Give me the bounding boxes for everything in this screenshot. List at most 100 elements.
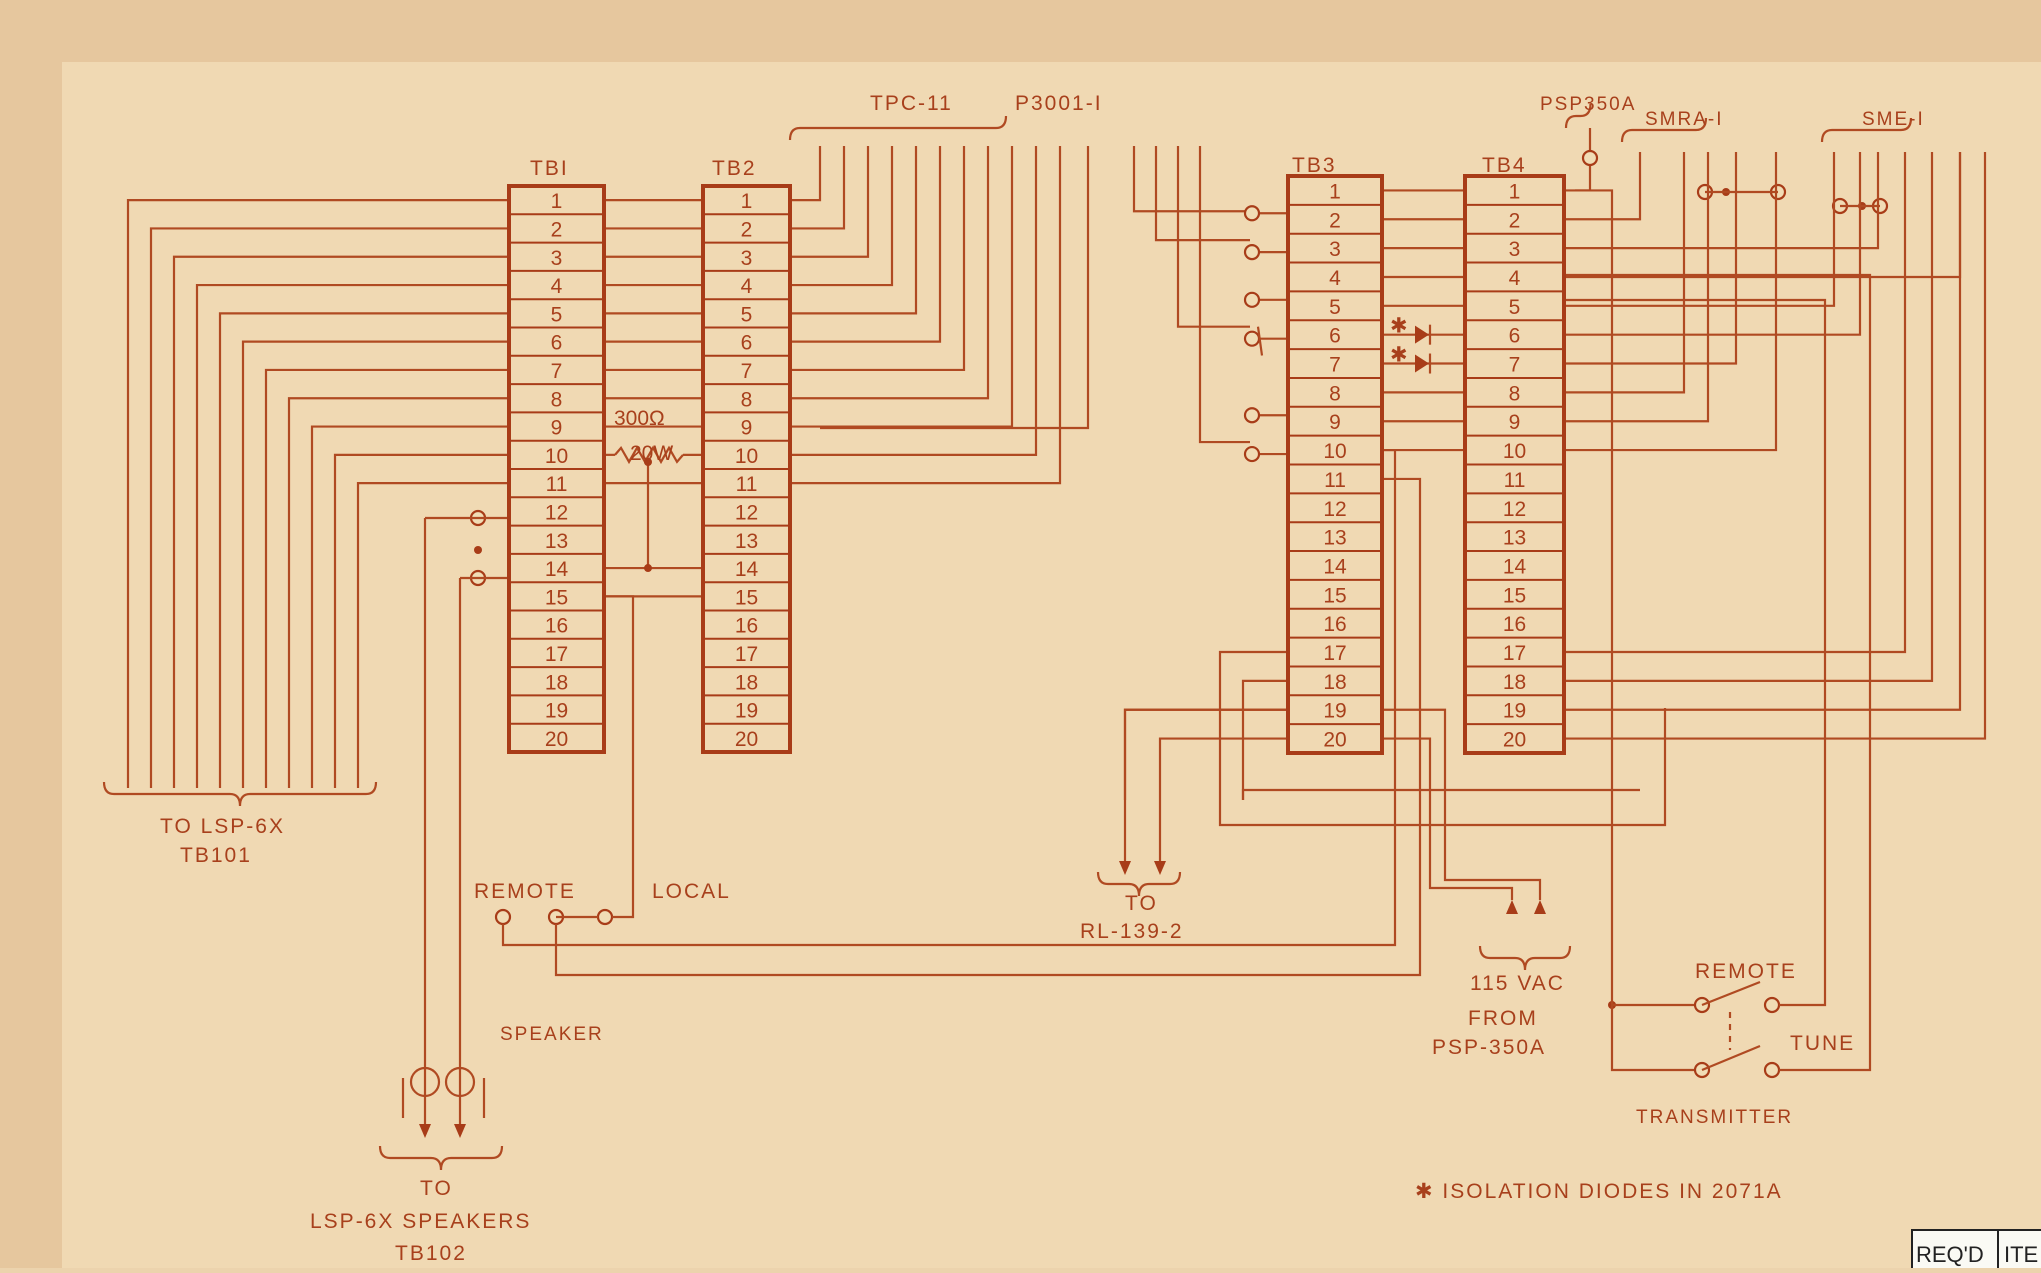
tb3-terminal-number: 20 bbox=[1323, 729, 1346, 752]
tb1-terminal-number: 16 bbox=[545, 615, 568, 638]
tpc-fan-wire bbox=[820, 146, 1090, 430]
tb4-terminal-number: 13 bbox=[1503, 527, 1526, 550]
tb2-terminal-number: 2 bbox=[741, 218, 753, 241]
tb3-terminal-number: 5 bbox=[1329, 296, 1341, 319]
loop-return bbox=[1241, 788, 1640, 800]
speaker-jack bbox=[409, 1066, 441, 1098]
speaker-brace bbox=[378, 1145, 504, 1171]
tb4-loop-wire bbox=[1564, 152, 1934, 682]
lsp-fan-wire bbox=[241, 340, 509, 788]
vac-1: 115 VAC bbox=[1470, 972, 1565, 995]
tx-ring bbox=[1763, 996, 1781, 1014]
tb3-terminal-number: 1 bbox=[1329, 180, 1341, 203]
tpc-fan-wire bbox=[790, 146, 846, 230]
tpc-fan-wire bbox=[790, 146, 822, 202]
tx-wire bbox=[1564, 298, 1827, 1007]
tb2-terminal-number: 1 bbox=[741, 190, 753, 213]
tb1-terminal-number: 14 bbox=[545, 558, 569, 581]
tb2-terminal-number: 18 bbox=[735, 671, 758, 694]
tpc-fan-wire bbox=[790, 146, 870, 258]
cable-label: TPC-11 bbox=[870, 92, 953, 115]
switch-remote-label: REMOTE bbox=[474, 880, 576, 903]
tb4-terminal-number: 2 bbox=[1509, 209, 1521, 232]
tb1-terminal-number: 19 bbox=[545, 700, 568, 723]
tb1-terminal-number: 18 bbox=[545, 671, 568, 694]
tb3-label: TB3 bbox=[1292, 154, 1337, 177]
tb1-terminal-number: 9 bbox=[551, 417, 563, 440]
tpc-fan-wire bbox=[790, 146, 918, 315]
plug-label: P3001-I bbox=[1015, 92, 1103, 115]
vac-3: PSP-350A bbox=[1432, 1036, 1546, 1059]
tb2-terminal-number: 6 bbox=[741, 332, 753, 355]
tb4-out-wire bbox=[1564, 152, 1738, 365]
tb2-label: TB2 bbox=[712, 157, 757, 180]
tb3-terminal-number: 4 bbox=[1329, 267, 1341, 290]
tb2-terminal-number: 5 bbox=[741, 303, 753, 326]
tb2-terminal-number: 8 bbox=[741, 388, 753, 411]
to-lsp-tb: TB101 bbox=[180, 844, 252, 867]
diode-asterisk: ✱ bbox=[1390, 344, 1408, 367]
tx-wire bbox=[1564, 273, 1872, 1072]
rl-wire bbox=[1158, 737, 1288, 870]
tb3-terminal-number: 10 bbox=[1323, 440, 1346, 463]
to-lsp-label: TO LSP-6X bbox=[160, 815, 285, 838]
tb3-terminal-number: 3 bbox=[1329, 238, 1341, 261]
rl-wire bbox=[1123, 708, 1288, 870]
tb1-terminal-number: 5 bbox=[551, 303, 563, 326]
arrow-head bbox=[1119, 861, 1131, 875]
tb1-terminal-number: 11 bbox=[546, 473, 568, 496]
tx-tune-blade bbox=[1701, 1044, 1761, 1072]
lsp-brace bbox=[102, 781, 378, 807]
tpc-fan-wire bbox=[790, 146, 990, 400]
tb1-terminal-number: 20 bbox=[545, 728, 568, 751]
lsp-fan-wire bbox=[310, 425, 509, 788]
arrow-head bbox=[1534, 900, 1546, 914]
switch-local-ring bbox=[596, 908, 614, 926]
tb3-terminal-number: 14 bbox=[1323, 555, 1347, 578]
sme-brace bbox=[1820, 117, 1913, 143]
remote-wire bbox=[501, 448, 1397, 947]
smra-brace bbox=[1620, 117, 1708, 143]
tb3-terminal-number: 2 bbox=[1329, 209, 1341, 232]
tb4-terminal-number: 9 bbox=[1509, 411, 1521, 434]
tb4-out-wire bbox=[1564, 152, 1836, 307]
tpc-fan-wire bbox=[790, 146, 966, 372]
tpc-to-tb3-wire bbox=[1154, 146, 1250, 242]
tx-remote-blade bbox=[1701, 980, 1761, 1007]
tpc-fan-wire bbox=[790, 146, 1014, 428]
tb2-terminal-number: 14 bbox=[735, 558, 759, 581]
tpc-fan-wire bbox=[790, 146, 942, 343]
tb4-terminal-number: 8 bbox=[1509, 382, 1521, 405]
junction-dot bbox=[644, 564, 652, 573]
to-speakers-1: TO bbox=[420, 1177, 453, 1200]
arrow-head bbox=[419, 1124, 431, 1138]
tx-tune-label: TUNE bbox=[1790, 1032, 1855, 1055]
tb3-terminal-number: 7 bbox=[1329, 354, 1341, 377]
title-block-item bbox=[1997, 1229, 2041, 1271]
tb3-terminal-number: 19 bbox=[1323, 700, 1346, 723]
tb1-terminal-number: 15 bbox=[545, 586, 568, 609]
tb4-out-wire bbox=[1564, 152, 1686, 394]
vac-wire bbox=[1382, 708, 1542, 900]
tb4-out-wire bbox=[1564, 152, 1880, 250]
title-block-item-text: ITE bbox=[2004, 1242, 2038, 1267]
lsp-fan-wire bbox=[356, 482, 509, 788]
transmitter-label: TRANSMITTER bbox=[1636, 1107, 1793, 1128]
tb4-terminal-number: 3 bbox=[1509, 238, 1521, 261]
vac-brace bbox=[1478, 945, 1572, 971]
local-wire bbox=[604, 595, 635, 919]
isolation-diode bbox=[1415, 354, 1429, 373]
tpc-to-tb3-wire bbox=[1132, 146, 1250, 213]
resistor-value: 300Ω bbox=[614, 407, 665, 430]
tb3-loop-wire bbox=[1218, 650, 1288, 800]
vac-2: FROM bbox=[1468, 1007, 1538, 1030]
tpc-to-tb3-wire bbox=[1176, 146, 1250, 328]
tb1-terminal-number: 3 bbox=[551, 247, 563, 270]
tb1-terminal-number: 17 bbox=[545, 643, 568, 666]
switch-remote-ring bbox=[494, 908, 512, 926]
speaker-label: SPEAKER bbox=[500, 1024, 604, 1045]
tb4-loop-wire bbox=[1564, 152, 1962, 711]
tb1-terminal-number: 1 bbox=[551, 190, 563, 213]
